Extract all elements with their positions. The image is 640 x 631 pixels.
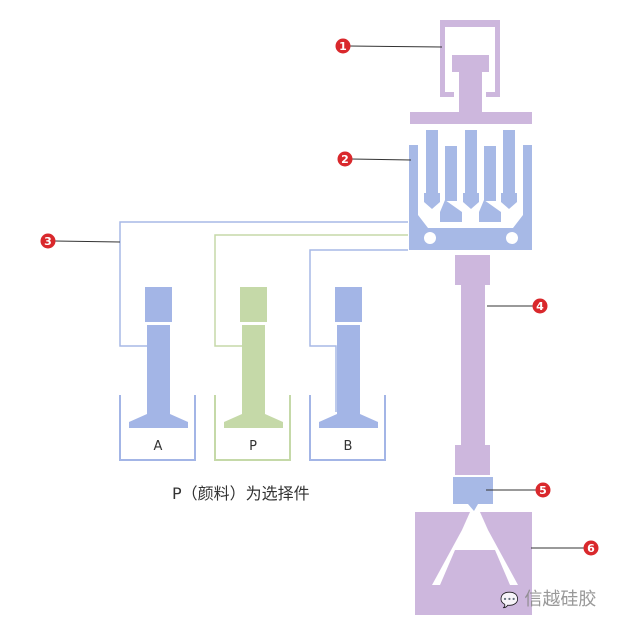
piston-head (145, 287, 172, 322)
piston-rod (242, 325, 265, 420)
svg-text:1: 1 (339, 40, 347, 53)
tank-cup (309, 395, 386, 461)
piston-foot (224, 414, 283, 428)
tank-a: A (119, 287, 196, 461)
svg-text:2: 2 (341, 153, 349, 166)
metering-block (409, 130, 532, 250)
ram-assembly (410, 20, 532, 124)
callouts (54, 45, 585, 549)
mixer-tube (455, 255, 490, 475)
tank-label: A (154, 439, 163, 454)
piston-head (335, 287, 362, 322)
svg-text:4: 4 (536, 300, 544, 313)
tank-b: B (309, 287, 386, 461)
mold (415, 512, 532, 615)
piston-foot (319, 414, 378, 428)
piston-rod (147, 325, 170, 420)
svg-text:3: 3 (44, 235, 52, 248)
piston-head (240, 287, 267, 322)
watermark: 💬 信越硅胶 (500, 585, 596, 611)
tank-label: P (249, 439, 257, 454)
callout-5: 5 (535, 482, 551, 498)
piston-foot (129, 414, 188, 428)
callout-2: 2 (337, 151, 353, 167)
piston-rod (337, 325, 360, 420)
callout-4: 4 (532, 298, 548, 314)
callout-6: 6 (583, 540, 599, 556)
svg-text:5: 5 (539, 484, 547, 497)
nozzle (453, 477, 493, 511)
callout-1: 1 (335, 38, 351, 54)
caption: P（颜料）为选择件 (172, 484, 310, 503)
watermark-text: 信越硅胶 (524, 589, 597, 610)
tank-label: B (344, 439, 353, 454)
wechat-icon: 💬 (500, 591, 519, 609)
feed-line-b (309, 249, 408, 412)
svg-text:6: 6 (587, 542, 595, 555)
tank-p: P (214, 287, 291, 461)
tank-cup (119, 395, 196, 461)
tank-cup (214, 395, 291, 461)
callout-3: 3 (40, 233, 56, 249)
